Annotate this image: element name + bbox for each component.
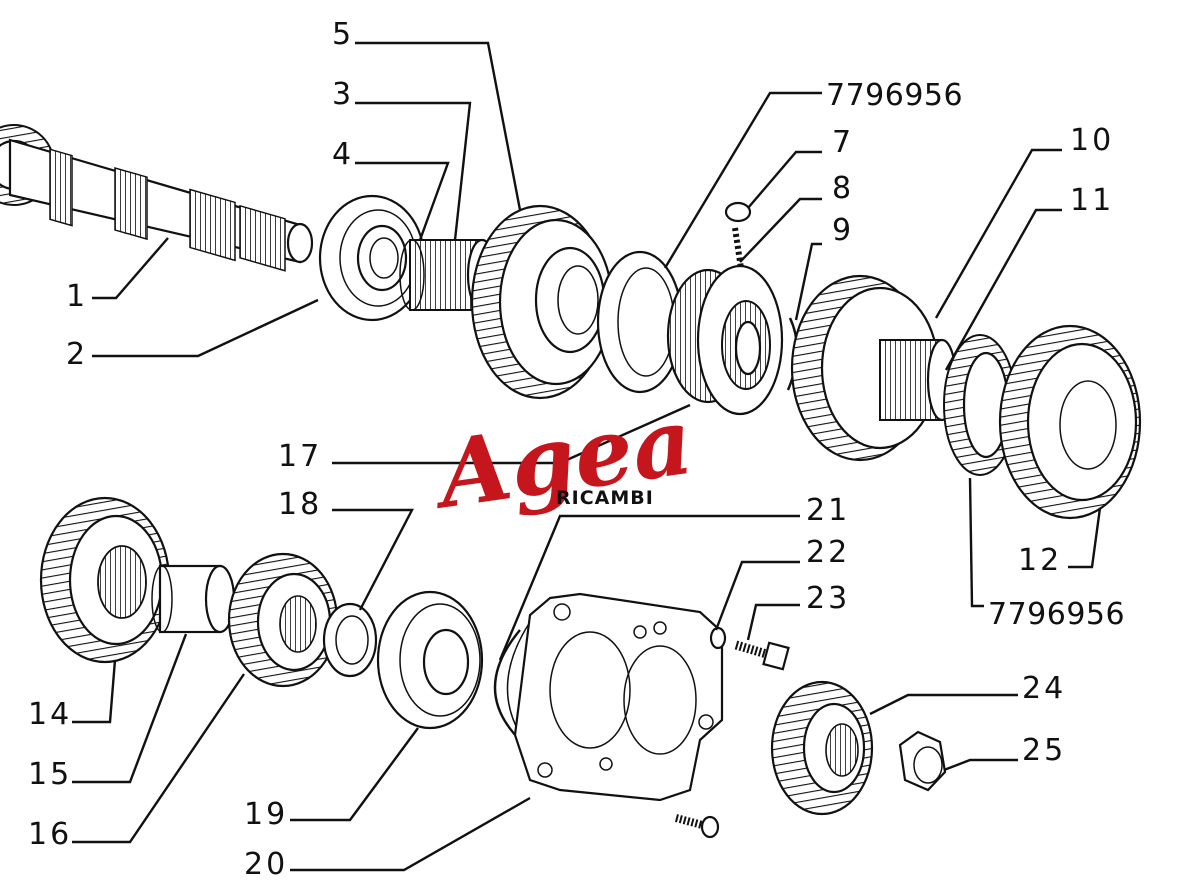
label-7796956-top: 7796956 <box>826 78 963 113</box>
washer-18-part <box>322 602 378 678</box>
label-4: 4 <box>332 137 354 172</box>
bolt-23-part <box>734 640 790 671</box>
washer-22-part <box>709 626 727 650</box>
label-5: 5 <box>332 17 354 52</box>
logo-subtitle: RICAMBI <box>556 487 654 509</box>
label-14: 14 <box>28 697 72 732</box>
label-16: 16 <box>28 817 72 852</box>
label-24: 24 <box>1022 671 1066 706</box>
label-23: 23 <box>806 581 850 616</box>
gear-12-part <box>998 324 1142 520</box>
label-7796956-bottom: 7796956 <box>988 597 1125 632</box>
gear-14-part <box>39 496 171 664</box>
gear-24-part <box>770 680 874 816</box>
main-shaft-part <box>0 124 314 272</box>
detent-pin-and-spring-part <box>724 201 752 276</box>
label-19: 19 <box>244 797 288 832</box>
label-7: 7 <box>832 125 854 160</box>
label-11: 11 <box>1070 183 1114 218</box>
label-21: 21 <box>806 493 850 528</box>
label-1: 1 <box>66 279 88 314</box>
gear-5-part <box>470 204 614 400</box>
label-12: 12 <box>1018 543 1062 578</box>
leader-lines <box>72 41 1102 872</box>
retaining-plate-part <box>513 592 724 802</box>
label-15: 15 <box>28 757 72 792</box>
label-2: 2 <box>66 337 88 372</box>
ball-bearing-part <box>318 194 426 322</box>
label-10: 10 <box>1070 123 1114 158</box>
synchro-hub-part <box>666 264 784 416</box>
bearing-19-part <box>376 590 484 730</box>
gear-10-part <box>790 274 958 462</box>
label-9: 9 <box>832 213 854 248</box>
bush-part <box>151 564 236 634</box>
nut-25-part <box>898 730 947 792</box>
label-22: 22 <box>806 535 850 570</box>
label-18: 18 <box>278 487 322 522</box>
label-3: 3 <box>332 77 354 112</box>
agea-logo: Agea RICAMBI <box>424 387 698 530</box>
label-20: 20 <box>244 847 288 882</box>
synchro-ring-2-part <box>943 334 1017 476</box>
gear-16-part <box>227 552 339 688</box>
label-8: 8 <box>832 171 854 206</box>
label-25: 25 <box>1022 733 1066 768</box>
screw-bottom-part <box>674 814 720 839</box>
label-17: 17 <box>278 439 322 474</box>
